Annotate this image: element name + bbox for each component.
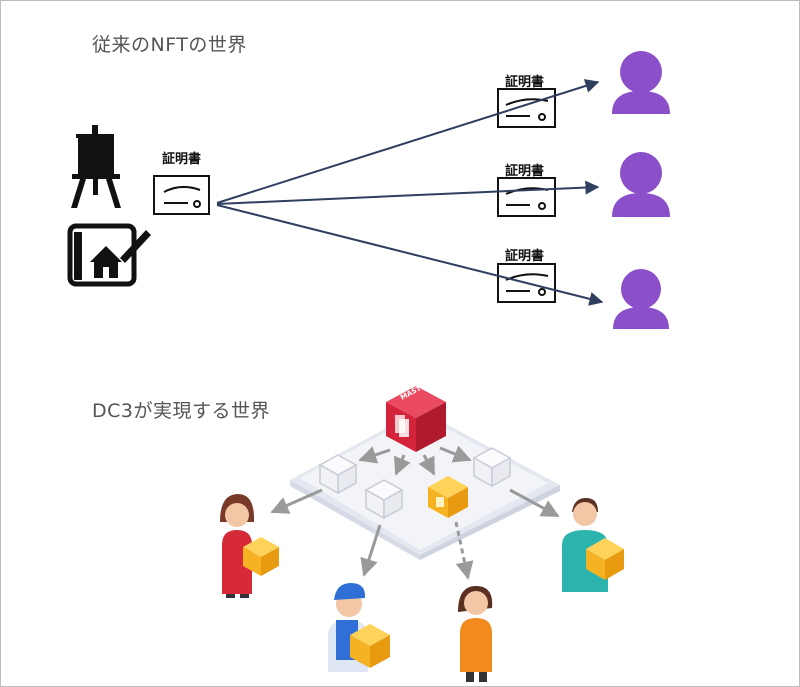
transfer-arrow-right [509,488,560,518]
distribution-arrow-2 [216,180,600,205]
source-certificate-icon [153,175,210,215]
ghost-cube-1 [318,454,358,495]
ghost-cube-2 [364,479,404,520]
easel-icon [71,125,121,208]
distribution-arrow-3 [216,204,604,306]
master-cube [386,386,446,452]
gold-cube-held-3 [586,538,624,580]
copy-certificate-icon-2 [497,177,556,217]
transfer-arrow-left [270,488,323,514]
person-orange-woman [458,586,493,682]
master-arrow-4 [439,445,472,463]
copy-certificate-label-2: 証明書 [505,164,545,179]
copy-certificate-icon-1 [497,88,556,128]
user-icon-2 [612,152,670,217]
transfer-arrow-dashed [454,521,474,580]
distribution-arrow-1 [216,79,600,204]
traditional-nft-title: 従来のNFTの世界 [92,34,247,56]
source-certificate-label: 証明書 [162,152,202,167]
blueprint-drawing-icon [67,223,151,287]
master-arrow-3 [418,454,436,476]
copy-certificate-label-1: 証明書 [505,75,545,90]
person-red-woman [220,494,255,598]
user-icon-1 [612,51,670,114]
copy-certificate-icon-3 [497,263,556,303]
gold-cube-on-platform [428,476,468,518]
gold-cube-held-1 [243,537,279,576]
copy-certificate-label-3: 証明書 [505,249,545,264]
transfer-arrow-bottom-left [360,524,382,577]
dc3-world-title: DC3が実現する世界 [92,400,270,422]
master-arrow-1 [358,446,391,464]
master-arrow-2 [393,454,411,476]
ghost-cube-3 [472,447,512,488]
user-icon-3 [613,269,669,329]
gold-cube-held-2 [350,624,390,668]
